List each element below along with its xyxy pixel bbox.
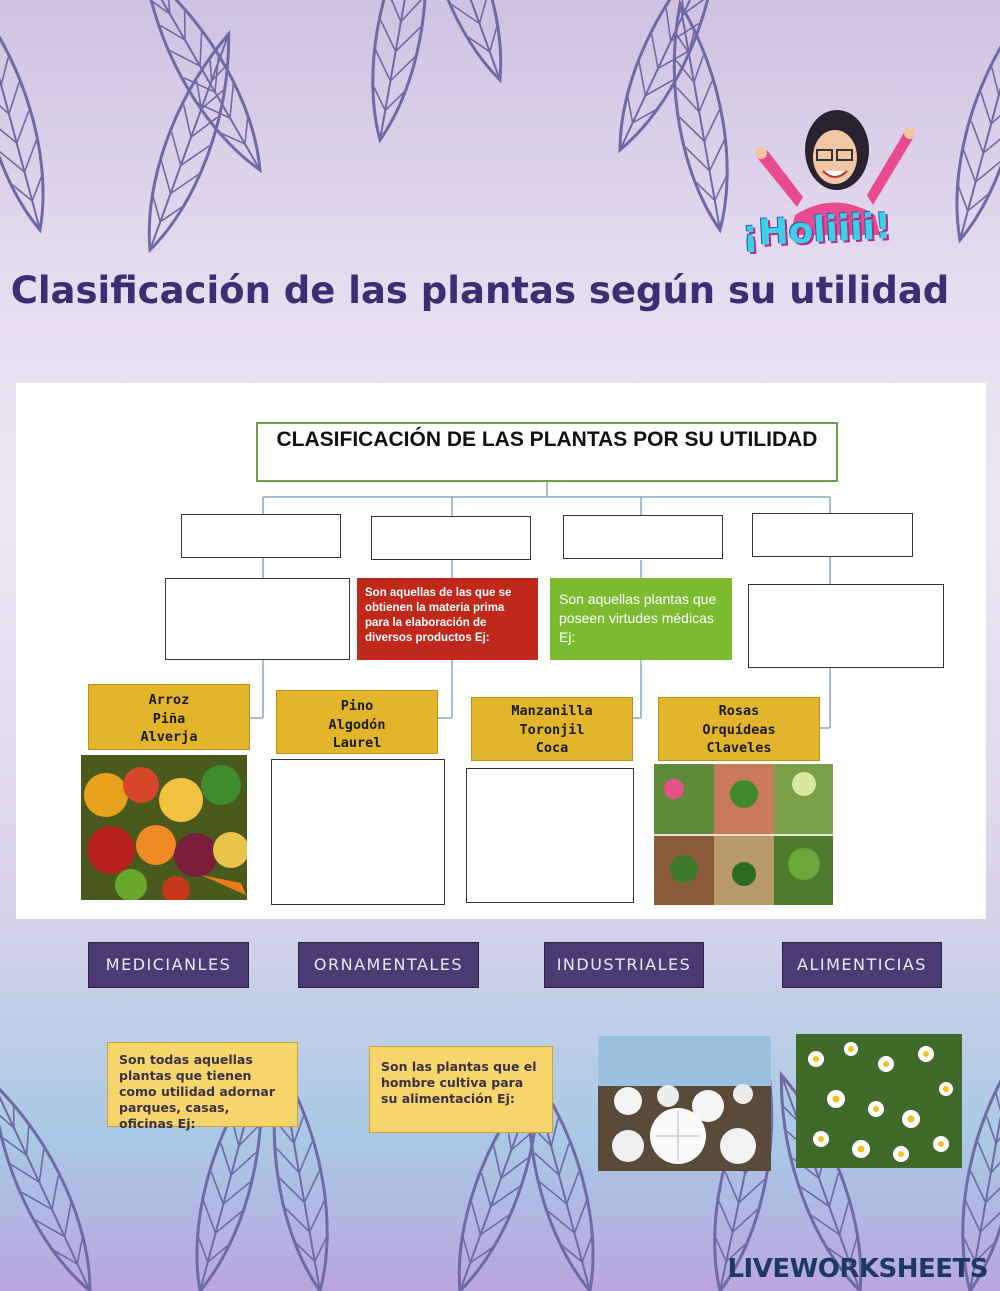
examples-industrial: Pino Algodón Laurel: [276, 690, 438, 754]
draggable-cotton-image[interactable]: [598, 1036, 771, 1171]
drop-target-category-3[interactable]: [563, 515, 723, 559]
drop-target-category-1[interactable]: [181, 514, 341, 558]
draggable-food-description[interactable]: Son las plantas que el hombre cultiva pa…: [369, 1046, 553, 1133]
example-item: Coca: [535, 740, 569, 756]
example-item: Pino: [340, 698, 374, 714]
description-industrial: Son aquellas de las que se obtienen la m…: [357, 578, 538, 660]
description-medicinal: Son aquellas plantas que poseen virtudes…: [550, 578, 732, 660]
option-industriales-button[interactable]: INDUSTRIALES: [544, 942, 704, 988]
ornamental-plants-image: [654, 764, 833, 905]
draggable-ornamental-description[interactable]: Son todas aquellas plantas que tienen co…: [107, 1042, 298, 1131]
draggable-chamomile-image[interactable]: [796, 1034, 962, 1168]
option-alimenticias-button[interactable]: ALIMENTICIAS: [782, 942, 942, 988]
example-item: Manzanilla: [511, 703, 593, 719]
vegetables-image: [81, 755, 247, 900]
drop-target-description-4[interactable]: [748, 584, 944, 668]
logo-text: LIVEWORKSHEETS: [727, 1254, 988, 1284]
example-item: Alverja: [140, 729, 198, 745]
example-item: Laurel: [332, 735, 382, 751]
liveworksheets-logo: LIVEWORKSHEETS: [727, 1254, 988, 1284]
example-item: Rosas: [718, 703, 760, 719]
example-item: Toronjil: [519, 721, 585, 738]
example-item: Claveles: [706, 740, 772, 756]
avatar: [755, 110, 915, 235]
drop-target-image-3[interactable]: [466, 768, 634, 903]
example-item: Piña: [152, 710, 186, 727]
drop-target-category-4[interactable]: [752, 513, 913, 557]
examples-medicinal: Manzanilla Toronjil Coca: [471, 697, 633, 761]
examples-ornamental: Rosas Orquídeas Claveles: [658, 697, 820, 761]
drop-target-image-2[interactable]: [271, 759, 445, 905]
examples-food: Arroz Piña Alverja: [88, 684, 250, 750]
drop-target-description-1[interactable]: [165, 578, 350, 660]
example-item: Orquídeas: [702, 721, 776, 738]
example-item: Algodón: [328, 716, 386, 733]
option-ornamentales-button[interactable]: ORNAMENTALES: [298, 942, 479, 988]
example-item: Arroz: [148, 692, 190, 708]
option-medicinales-button[interactable]: MEDICIANLES: [88, 942, 249, 988]
diagram-title: CLASIFICACIÓN DE LAS PLANTAS POR SU UTIL…: [256, 422, 838, 482]
drop-target-category-2[interactable]: [371, 516, 531, 560]
page-title: Clasificación de las plantas según su ut…: [10, 269, 950, 312]
